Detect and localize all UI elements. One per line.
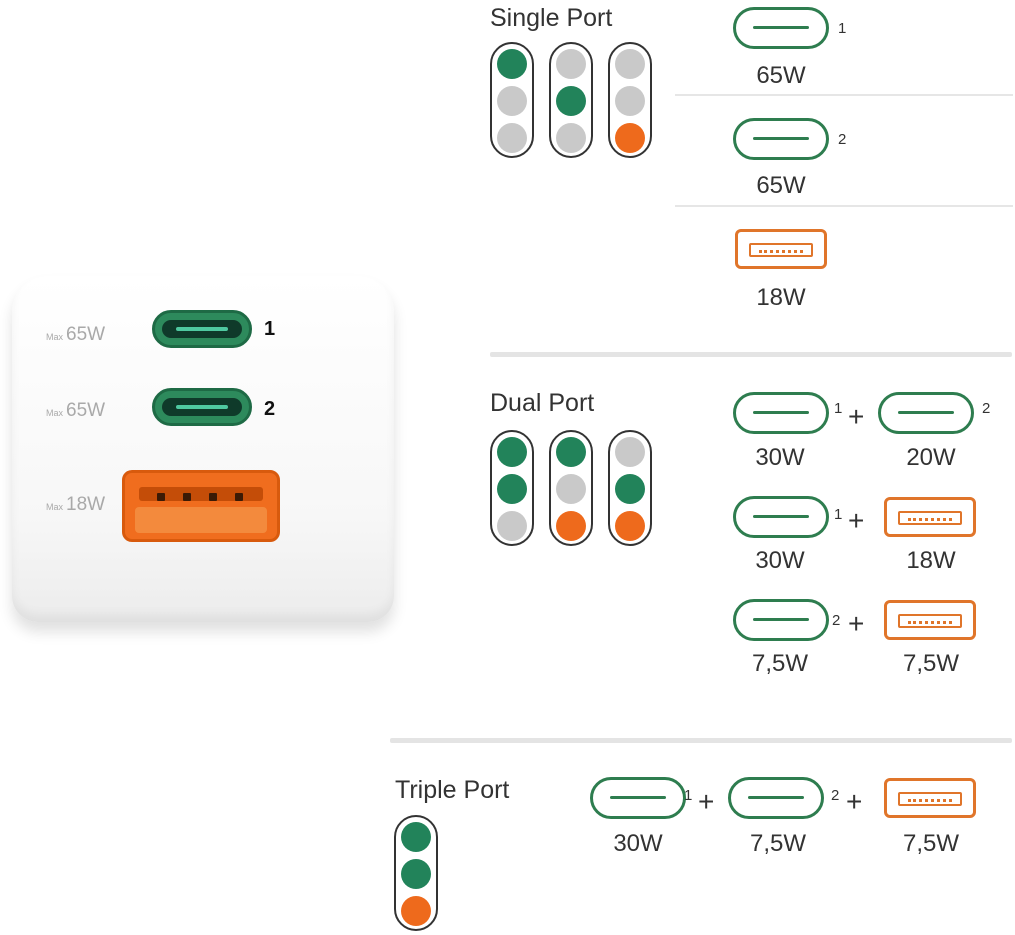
port-index: 1 [838,20,847,37]
port-index: 2 [838,131,847,148]
usb-c-port-1 [152,310,252,348]
led-grey [497,511,527,541]
led-grey [615,49,645,79]
plus-sign: + [848,608,865,639]
usb-a-icon [735,229,827,269]
section-divider [390,738,1012,743]
led-grey [556,49,586,79]
led-indicator-column [549,42,593,158]
led-green [401,859,431,889]
led-grey [497,123,527,153]
port-1-number: 1 [264,318,276,340]
usb-c-icon [878,392,974,434]
triple-port-heading: Triple Port [395,776,510,804]
usb-c-icon [590,777,686,819]
wattage-label: 30W [613,830,663,857]
led-green [615,474,645,504]
usb-c-icon [733,7,829,49]
wattage-label: 7,5W [751,650,808,677]
dual-port-heading: Dual Port [490,389,595,417]
led-green [556,86,586,116]
led-grey [497,86,527,116]
usb-c-icon [733,496,829,538]
port-index: 1 [834,400,843,417]
led-orange [615,511,645,541]
led-grey [556,123,586,153]
single-port-heading: Single Port [490,4,613,32]
wattage-label: 18W [756,284,806,311]
wattage-label: 7,5W [749,830,806,857]
led-orange [401,896,431,926]
port-index: 2 [831,787,840,804]
wattage-label: 20W [906,444,956,471]
usb-a-icon [884,600,976,640]
led-indicator-column [490,430,534,546]
led-green [497,49,527,79]
wattage-label: 18W [906,547,956,574]
row-divider [675,94,1013,96]
plus-sign: + [848,401,865,432]
usb-a-icon [884,497,976,537]
section-divider [490,352,1012,357]
led-indicator-column [490,42,534,158]
led-grey [615,437,645,467]
led-green [497,474,527,504]
led-green [401,822,431,852]
wattage-label: 7,5W [902,830,959,857]
led-orange [556,511,586,541]
row-divider [675,205,1013,207]
wattage-label: 65W [756,62,806,89]
usb-c-icon [733,118,829,160]
port-2-number: 2 [264,398,276,420]
usb-a-port [122,470,280,542]
plus-sign: + [846,786,863,817]
led-grey [615,86,645,116]
led-indicator-column [608,430,652,546]
wattage-label: 65W [756,172,806,199]
led-orange [615,123,645,153]
port-index: 1 [834,506,843,523]
port-index: 2 [982,400,991,417]
usb-c-icon [733,599,829,641]
led-indicator-column [549,430,593,546]
usb-c-icon [733,392,829,434]
usb-c-port-2 [152,388,252,426]
wattage-label: 30W [755,444,805,471]
port-index: 2 [832,612,841,629]
led-indicator-column [394,815,438,931]
wattage-label: 30W [755,547,805,574]
wattage-label: 7,5W [902,650,959,677]
plus-sign: + [848,505,865,536]
usb-a-icon [884,778,976,818]
led-indicator-column [608,42,652,158]
led-grey [556,474,586,504]
usb-c-icon [728,777,824,819]
plus-sign: + [698,786,715,817]
port-index: 1 [684,787,693,804]
led-green [556,437,586,467]
led-green [497,437,527,467]
